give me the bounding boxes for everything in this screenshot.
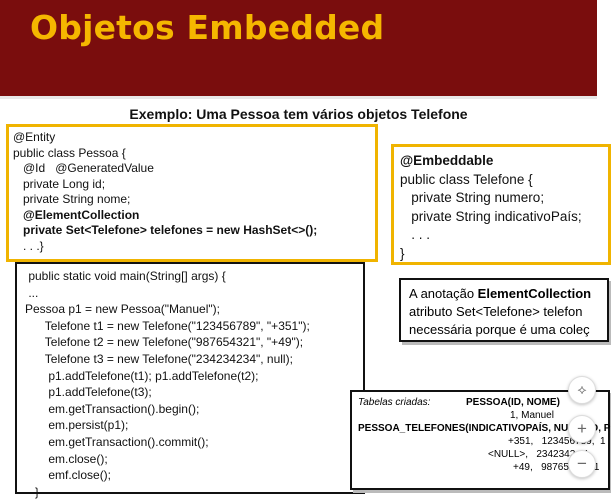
note-line-2: atributo Set<Telefone> telefon xyxy=(409,304,583,319)
embeddable-code-box: @Embeddable public class Telefone { priv… xyxy=(391,144,611,265)
code-line: Telefone t2 = new Telefone("987654321", … xyxy=(25,335,304,350)
code-line: private String nome; xyxy=(13,192,131,206)
note-prefix: A anotação xyxy=(409,286,478,301)
collapse-icon[interactable]: ⟡ xyxy=(568,376,596,404)
code-line: private Long id; xyxy=(13,176,106,191)
code-line: private String numero; xyxy=(400,190,545,205)
code-line: Telefone t1 = new Telefone("123456789", … xyxy=(25,318,310,333)
note-line-3: necessária porque é uma coleç xyxy=(409,322,590,337)
telefones-row: <NULL>, 2342342, 1 xyxy=(488,449,590,460)
tables-header-row: Tabelas criadas: PESSOA(ID, NOME) xyxy=(358,396,602,409)
code-line: em.getTransaction().begin(); xyxy=(25,401,200,416)
note-bold: ElementCollection xyxy=(477,286,592,301)
telefones-row: +351, 123456789, 1 xyxy=(508,436,606,447)
title-banner: Objetos Embedded xyxy=(0,0,597,96)
code-line: @Entity xyxy=(13,130,56,144)
annotation-note: A anotação ElementCollection atributo Se… xyxy=(399,278,609,342)
divider xyxy=(0,96,597,99)
code-line: private String indicativoPaís; xyxy=(400,208,582,224)
created-tables-box: Tabelas criadas: PESSOA(ID, NOME) 1, Man… xyxy=(350,390,610,490)
code-line: emf.close(); xyxy=(25,468,112,483)
code-line: private Set<Telefone> telefones = new Ha… xyxy=(13,223,318,237)
slide-subtitle: Exemplo: Uma Pessoa tem vários objetos T… xyxy=(129,106,468,122)
code-line: public static void main(String[] args) { xyxy=(25,269,226,283)
pessoa-table-header: PESSOA(ID, NOME) xyxy=(466,397,560,408)
code-line: Pessoa p1 = new Pessoa("Manuel"); xyxy=(25,302,220,317)
slide-title: Objetos Embedded xyxy=(30,8,385,47)
telefones-row: +49, 98765432, 1 xyxy=(513,462,600,473)
code-line: @Embeddable xyxy=(400,153,494,168)
code-line: Telefone t3 = new Telefone("234234234", … xyxy=(25,351,293,366)
code-line: em.persist(p1); xyxy=(25,418,129,433)
code-line: p1.addTelefone(t3); xyxy=(25,385,152,400)
code-line: em.getTransaction().commit(); xyxy=(25,434,209,449)
code-line: } xyxy=(400,245,405,261)
code-line: @ElementCollection xyxy=(13,207,140,222)
main-method-code-box: public static void main(String[] args) {… xyxy=(15,262,365,499)
code-line: ... xyxy=(25,285,39,300)
code-line: . . .} xyxy=(13,238,44,253)
entity-code-box: @Entity public class Pessoa { @Id @Gener… xyxy=(6,124,378,262)
tables-label: Tabelas criadas: xyxy=(358,397,431,408)
zoom-in-icon[interactable]: + xyxy=(568,415,596,443)
code-line: @Id @GeneratedValue xyxy=(13,161,154,175)
note-line-1: A anotação ElementCollection xyxy=(409,285,599,303)
pessoa-row: 1, Manuel xyxy=(510,410,554,421)
telefones-table-header: PESSOA_TELEFONES(INDICATIVOPAÍS, NUMERO,… xyxy=(358,423,611,434)
code-line: em.close(); xyxy=(25,451,108,466)
zoom-out-icon[interactable]: − xyxy=(568,450,596,478)
code-line: p1.addTelefone(t1); p1.addTelefone(t2); xyxy=(25,368,259,383)
code-line: } xyxy=(25,484,40,499)
code-line: public class Telefone { xyxy=(400,171,533,187)
code-line: . . . xyxy=(400,227,431,242)
code-line: public class Pessoa { xyxy=(13,145,126,160)
